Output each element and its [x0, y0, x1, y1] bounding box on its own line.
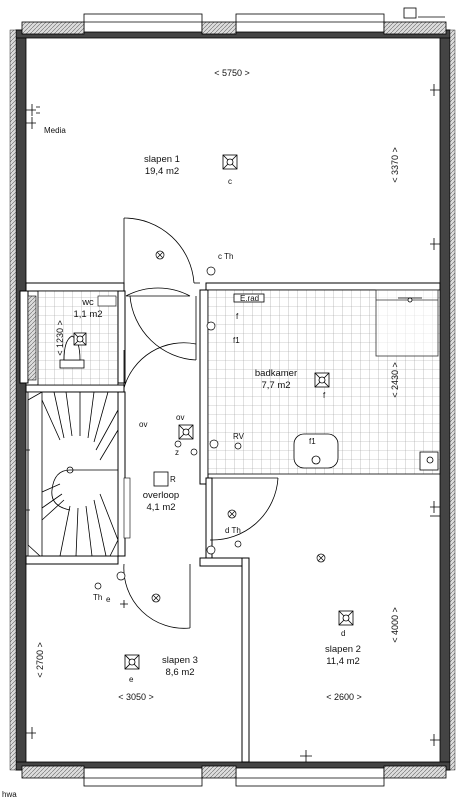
dim-left-wc: < 1230 > [55, 320, 65, 356]
wc-sink [97, 295, 117, 307]
f1-sink-label: f1 [309, 437, 316, 446]
dim-slapen3-width: < 3050 > [118, 692, 154, 702]
f1-label: f1 [233, 336, 240, 345]
d-th-label: d Th [225, 526, 241, 535]
light-fixtures [73, 154, 354, 670]
badkamer-area: 7,7 m2 [261, 380, 290, 391]
f-lamp-label: f [323, 391, 326, 400]
wc-area: 1,1 m2 [73, 309, 102, 320]
erad-label: E.rad [240, 294, 259, 303]
th-e-label: Th [93, 593, 102, 602]
r-label: R [170, 475, 176, 484]
dim-top-width: < 5750 > [214, 68, 250, 78]
dim-left-lower: < 2700 > [35, 642, 45, 678]
wc-name: wc [81, 297, 94, 308]
rv-label: RV [233, 432, 245, 441]
windows-top [21, 7, 447, 35]
dim-right-lower: < 4000 > [390, 607, 400, 643]
windows-bottom [21, 765, 447, 787]
slapen2-name: slapen 2 [325, 644, 361, 655]
f-label: f [236, 312, 239, 321]
dim-right-upper: < 3370 > [390, 147, 400, 183]
wall-outlets [26, 84, 440, 762]
wall-insulation [9, 29, 456, 771]
interior-walls [19, 282, 441, 763]
e-sub-label: e [106, 595, 111, 604]
outlets [94, 250, 326, 603]
slapen1-name: slapen 1 [144, 154, 180, 165]
slapen1-area: 19,4 m2 [145, 166, 179, 177]
dim-slapen2-width: < 2600 > [326, 692, 362, 702]
shower-area [375, 289, 439, 357]
slapen2-area: 11,4 m2 [326, 656, 360, 667]
media-label: Media [44, 126, 66, 135]
labels: slapen 1 19,4 m2 wc 1,1 m2 badkamer 7,7 … [2, 68, 400, 799]
cabinet [123, 477, 131, 539]
staircase [26, 391, 119, 557]
z-label: z [175, 448, 179, 457]
wc-hatch-wall [27, 295, 37, 381]
d-label: d [341, 629, 345, 638]
overloop-area: 4,1 m2 [146, 502, 175, 513]
overloop-name: overloop [143, 490, 179, 501]
slapen3-name: slapen 3 [162, 655, 198, 666]
ov2-label: ov [176, 413, 184, 422]
bathroom-fixtures [233, 293, 439, 471]
c-label: c [228, 177, 232, 186]
dim-right-middle: < 2430 > [390, 362, 400, 398]
slapen3-area: 8,6 m2 [165, 667, 194, 678]
ov1-label: ov [139, 420, 147, 429]
hwa-label: hwa [2, 790, 17, 799]
doors [123, 217, 279, 629]
badkamer-name: badkamer [255, 368, 297, 379]
e-label: e [129, 675, 134, 684]
c-th-label: c Th [218, 252, 233, 261]
